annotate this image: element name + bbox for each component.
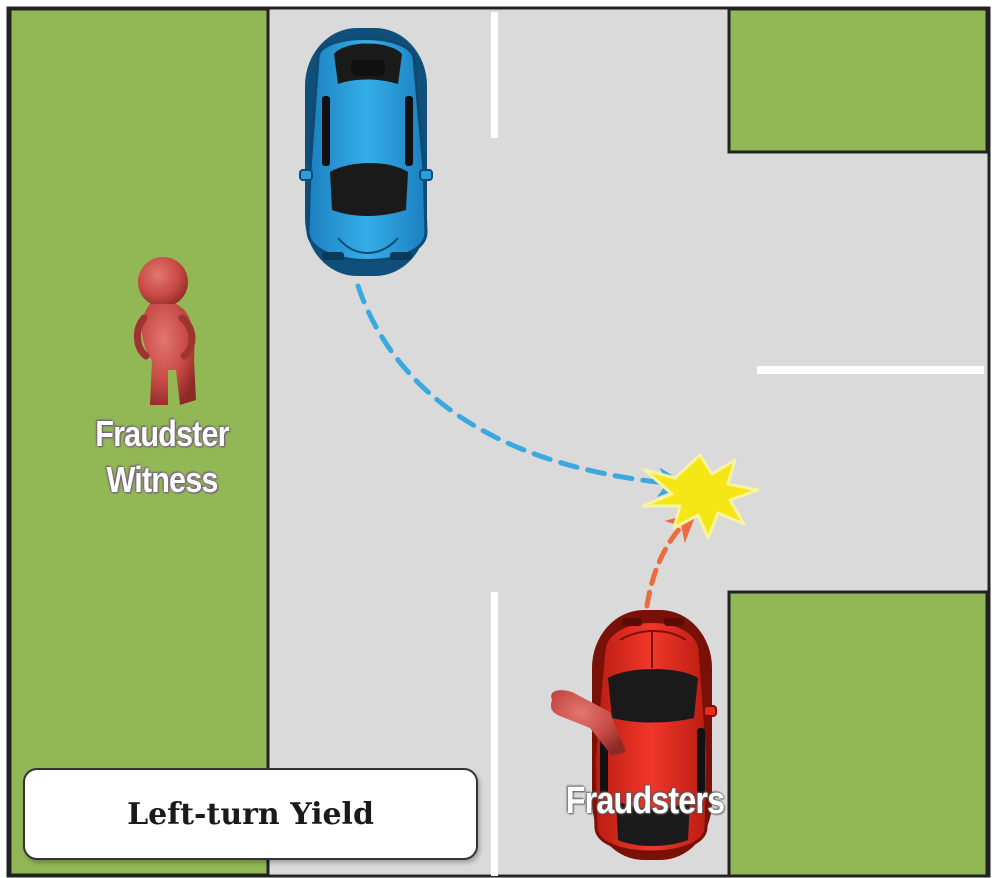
witness-label: Fraudster Witness: [77, 416, 247, 508]
lane-mark-top: [491, 12, 498, 138]
title-box: Left-turn Yield: [23, 768, 478, 860]
witness-label-line2: Witness: [77, 462, 247, 498]
grass-bottom-right: [729, 592, 987, 876]
grass-top-right: [729, 9, 987, 152]
lane-mark-right: [757, 366, 984, 374]
witness-label-line1: Fraudster: [77, 416, 247, 452]
lane-mark-bottom: [491, 592, 498, 876]
fraudsters-label: Fraudsters: [552, 782, 739, 820]
diagram-title: Left-turn Yield: [127, 797, 374, 832]
blue-car-icon: [300, 28, 432, 276]
